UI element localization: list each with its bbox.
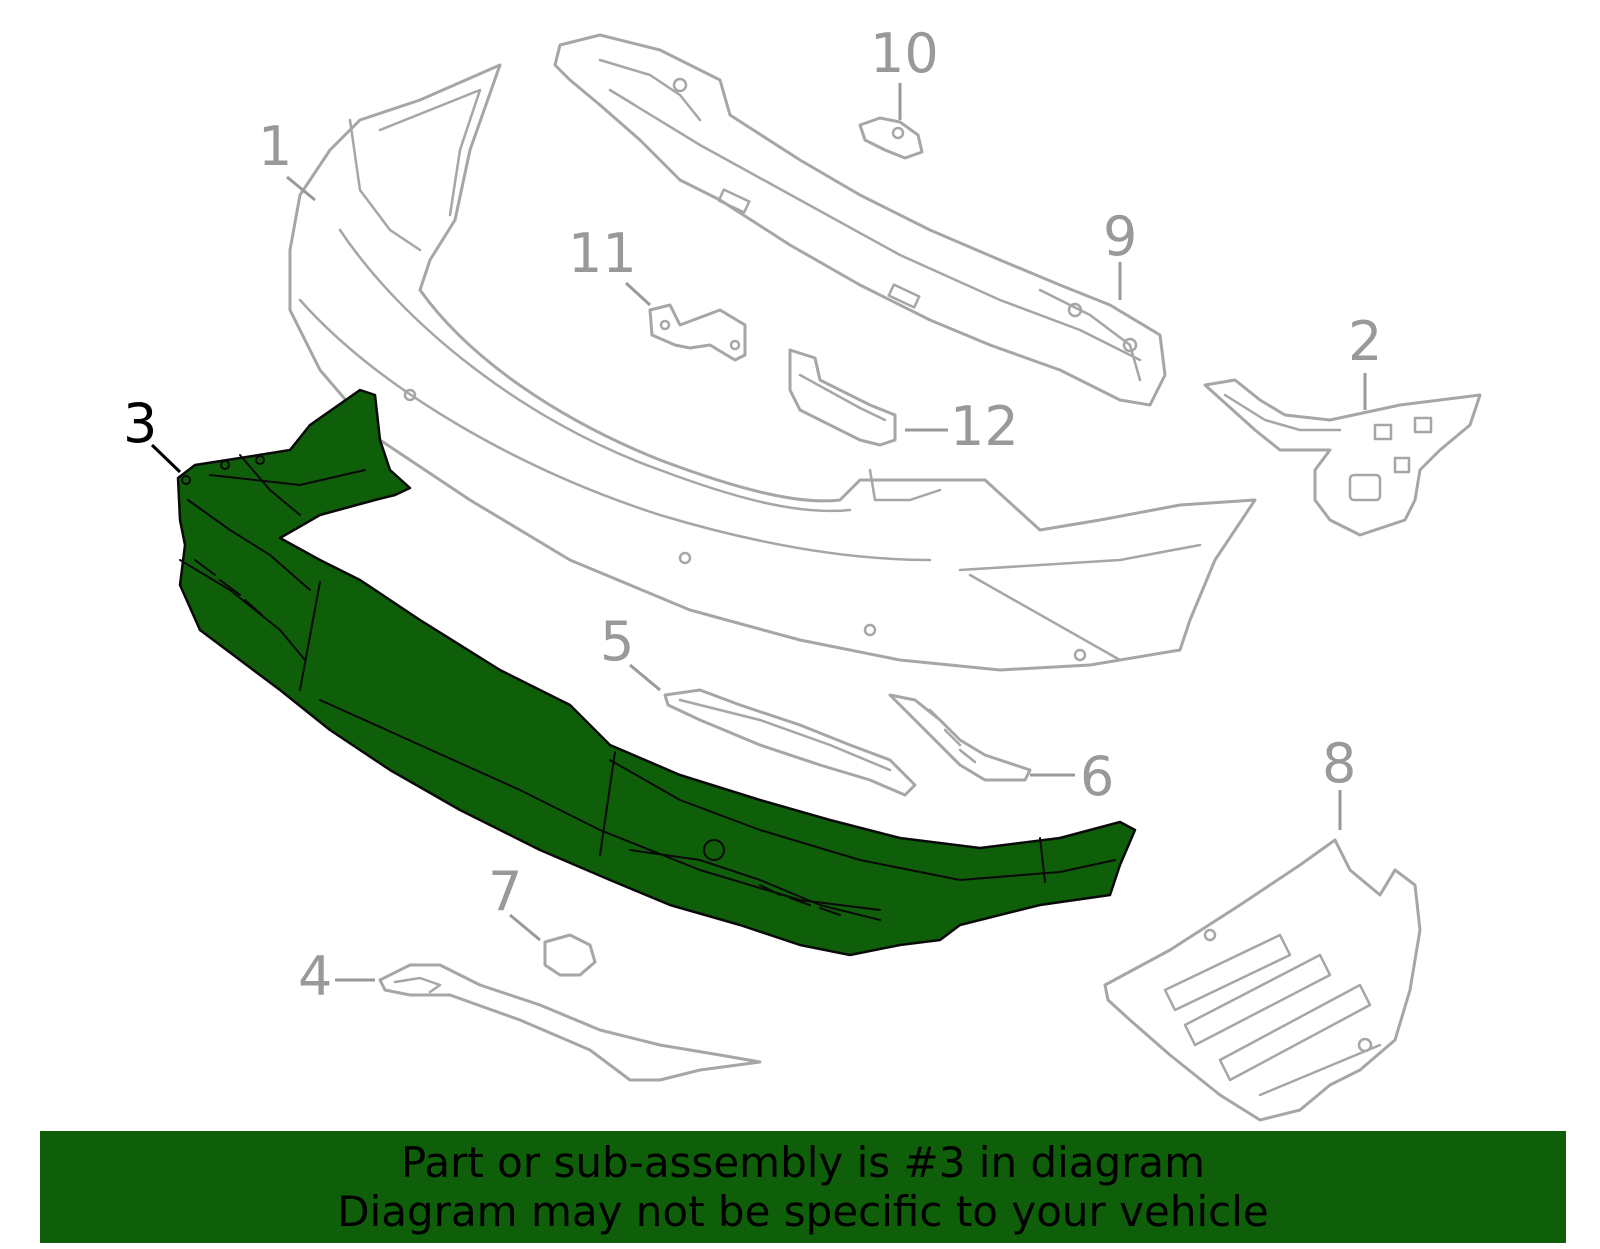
callout-5[interactable]: 5 [600, 610, 634, 673]
leader-5 [629, 663, 661, 692]
info-banner-background [40, 1131, 1566, 1243]
banner-part-line: Part or sub-assembly is #3 in diagram [400, 1138, 1206, 1187]
part-10-clip[interactable] [858, 116, 924, 160]
callout-3[interactable]: 3 [123, 392, 157, 455]
leader-3 [150, 443, 182, 474]
callout-1[interactable]: 1 [258, 115, 292, 178]
part-4-lower-trim[interactable] [378, 963, 762, 1082]
callout-12[interactable]: 12 [950, 395, 1019, 458]
callout-7[interactable]: 7 [488, 860, 522, 923]
part-2-side-bracket[interactable] [1203, 378, 1482, 537]
part-6-trim-strip[interactable] [888, 693, 1032, 782]
leader-1 [286, 175, 316, 202]
callout-8[interactable]: 8 [1322, 732, 1356, 795]
callout-9[interactable]: 9 [1103, 205, 1137, 268]
part-3-lower-valance[interactable] [176, 388, 1137, 957]
part-5-reflector[interactable] [663, 688, 917, 797]
part-12-bracket[interactable] [788, 348, 897, 447]
callout-10[interactable]: 10 [870, 22, 939, 85]
info-banner: Part or sub-assembly is #3 in diagram Di… [40, 1131, 1566, 1243]
callout-6[interactable]: 6 [1080, 745, 1114, 808]
part-11-bracket[interactable] [648, 303, 747, 362]
callout-2[interactable]: 2 [1348, 310, 1382, 373]
leader-11 [624, 281, 652, 307]
part-9-reinforcement-beam[interactable] [553, 33, 1167, 407]
leader-7 [509, 913, 541, 942]
callout-4[interactable]: 4 [298, 945, 332, 1008]
banner-disclaimer-line: Diagram may not be specific to your vehi… [337, 1187, 1269, 1236]
part-1-bumper-cover[interactable] [288, 63, 1257, 672]
part-7-cap[interactable] [543, 933, 597, 977]
part-8-splash-shield[interactable] [1103, 838, 1422, 1122]
callout-11[interactable]: 11 [568, 222, 637, 285]
